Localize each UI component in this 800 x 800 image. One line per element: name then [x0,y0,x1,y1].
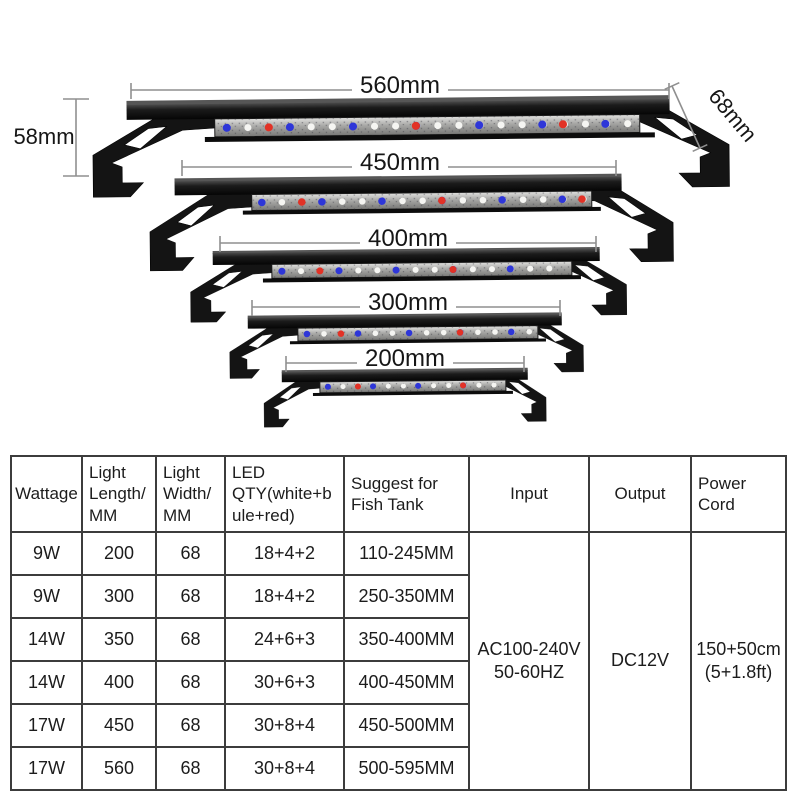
product-diagram: 560mm 450mm 400mm 300mm [13,72,762,428]
rail [247,314,562,329]
blue-leds [222,119,634,132]
cell-length: 200 [81,531,157,576]
rail-bottom-lip [204,132,655,143]
cell-led-qty: 30+6+3 [224,660,345,705]
rail-bottom-lip [242,206,601,215]
bracket-left [263,379,327,428]
led-strip-texture [297,325,538,342]
light-bar-560 [92,95,730,198]
cell-wattage: 17W [10,703,83,748]
cell-suggest: 400-450MM [343,660,470,705]
bracket-left [190,262,278,323]
cell-suggest: 450-500MM [343,703,470,748]
led-strip-texture [214,114,640,137]
cell-width: 68 [155,746,226,791]
dim-label-58mm: 58mm [13,124,74,149]
table-row: 17W 450 68 30+8+4 450-500MM [10,703,786,748]
dimension-400mm: 400mm [219,225,597,252]
white-leds [258,195,587,206]
cell-wattage: 14W [10,617,83,662]
cell-wattage: 14W [10,660,83,705]
led-strip-texture [271,261,572,279]
dim-label-400mm: 400mm [368,225,448,252]
rail [212,248,600,266]
cell-width: 68 [155,703,226,748]
cell-suggest: 250-350MM [343,574,470,619]
cell-length: 300 [81,574,157,619]
table-row: 9W 300 68 18+4+2 250-350MM [10,574,786,619]
col-header-suggest-fish-tank: Suggest for Fish Tank [343,455,470,533]
white-leds [304,328,533,337]
col-header-output: Output [588,455,692,533]
cell-wattage: 17W [10,746,83,791]
cell-width: 68 [155,531,226,576]
header-row: Wattage Light Length/MM Light Width/MM L… [10,455,787,533]
table-row: 14W 400 68 30+6+3 400-450MM [10,660,786,705]
cell-suggest: 500-595MM [343,746,470,791]
table-row: 14W 350 68 24+6+3 350-400MM [10,617,786,662]
led-strip-texture [319,379,506,393]
rail-bottom-lip [289,338,546,345]
dimension-200mm: 200mm [285,345,525,372]
dimension-560mm: 560mm [130,72,670,99]
cell-width: 68 [155,617,226,662]
dimension-300mm: 300mm [251,289,561,316]
cell-input-merged: AC100-240V 50-60HZ [468,531,590,791]
dim-tick [664,81,680,91]
cell-width: 68 [155,660,226,705]
cell-length: 450 [81,703,157,748]
rail [126,99,670,120]
rail [281,369,528,383]
light-bar-450 [149,173,674,272]
light-bar-200 [263,367,547,428]
col-header-power-cord: Power Cord [690,455,787,533]
red-leds [298,195,588,206]
col-header-light-length: Light Length/MM [81,455,157,533]
cell-wattage: 9W [10,531,83,576]
col-header-wattage: Wattage [10,455,83,533]
rail-top-highlight [126,95,670,106]
cell-power-cord-merged: 150+50cm (5+1.8ft) [690,531,787,791]
rail [174,176,622,196]
rail-bottom-lip [312,390,513,396]
dim-label-200mm: 200mm [365,345,445,372]
dimension-height-58mm: 58mm [13,98,89,177]
light-bar-400 [190,246,628,323]
rail-bottom-lip [262,275,581,283]
cell-length: 350 [81,617,157,662]
cell-length: 400 [81,660,157,705]
dim-label-300mm: 300mm [368,289,448,316]
dim-label-560mm: 560mm [360,72,440,99]
col-header-led-qty: LED QTY(white+bule+red) [224,455,345,533]
col-header-input: Input [468,455,590,533]
dim-tick [692,143,708,153]
light-bar-300 [229,312,584,379]
cell-suggest: 110-245MM [343,531,470,576]
cell-led-qty: 24+6+3 [224,617,345,662]
cell-width: 68 [155,574,226,619]
col-header-light-width: Light Width/MM [155,455,226,533]
rail-top-highlight [174,173,622,183]
cell-led-qty: 30+8+4 [224,703,345,748]
dim-label-450mm: 450mm [360,149,440,176]
dimension-450mm: 450mm [181,149,617,176]
dim-line [671,85,701,149]
cell-output-merged: DC12V [588,531,692,791]
spec-table: Wattage Light Length/MM Light Width/MM L… [10,455,787,791]
cell-led-qty: 18+4+2 [224,574,345,619]
cell-suggest: 350-400MM [343,617,470,662]
cell-wattage: 9W [10,574,83,619]
cell-length: 560 [81,746,157,791]
table-row: 17W 560 68 30+8+4 500-595MM [10,746,786,791]
table-row: 9W 200 68 18+4+2 110-245MM AC100-240V 50… [10,531,787,791]
cell-led-qty: 18+4+2 [224,531,345,576]
cell-led-qty: 30+8+4 [224,746,345,791]
